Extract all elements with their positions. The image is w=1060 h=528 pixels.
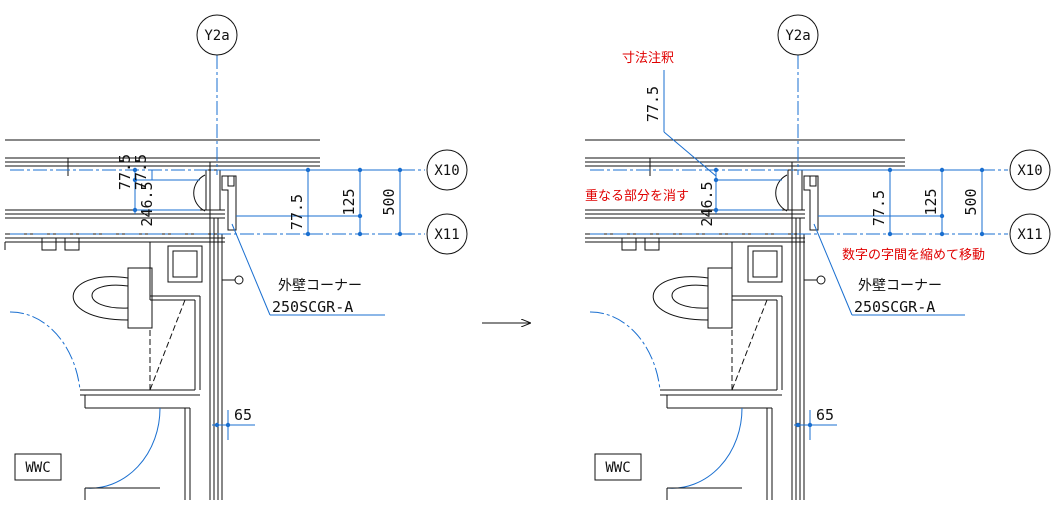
left-grid-x10-label: X10 xyxy=(434,163,459,179)
left-dimension-lines xyxy=(134,169,401,440)
right-dim-125: 125 xyxy=(922,188,940,215)
right-corner-label: 外壁コーナー xyxy=(858,278,942,294)
right-grid-bubble-y2a: Y2a xyxy=(777,14,819,56)
right-grid-bubble-x10: X10 xyxy=(1009,149,1051,191)
right-room-tag xyxy=(594,453,642,481)
note-annotation: 寸法注釈 xyxy=(622,51,674,66)
right-grid-lines xyxy=(590,55,1008,235)
left-dim-2465: 246.5 xyxy=(138,181,156,226)
left-dim-65: 65 xyxy=(234,406,252,424)
left-corner-label: 外壁コーナー xyxy=(278,278,362,294)
left-corner-leader xyxy=(231,223,385,316)
note-spacing: 数字の字間を縮めて移動 xyxy=(842,247,985,263)
left-grid-bubble-x10: X10 xyxy=(426,149,468,191)
left-grid-bubble-x11: X11 xyxy=(426,213,468,255)
right-panel: Y2a X10 X11 125 500 77.5 77.5 246.5 65 外… xyxy=(585,14,1051,500)
left-dim-775-overlap: 77.5 xyxy=(132,154,150,190)
right-dim-775-top: 77.5 xyxy=(644,86,662,122)
right-dim-65: 65 xyxy=(816,406,834,424)
arrow-glyph: → xyxy=(506,317,507,319)
right-dim-775-mid: 77.5 xyxy=(870,190,888,226)
left-grid-x11-label: X11 xyxy=(434,227,459,243)
right-dimension-ticks xyxy=(713,167,985,428)
left-dimension-ticks xyxy=(132,167,403,428)
left-grid-bubble-y2a: Y2a xyxy=(196,14,238,56)
left-grid-lines xyxy=(10,55,425,235)
right-corner-code: 250SCGR-A xyxy=(854,298,935,316)
right-room-label: WWC xyxy=(605,460,630,476)
left-dim-125: 125 xyxy=(340,188,358,215)
left-dim-775-top: 77.5 xyxy=(116,154,134,190)
left-grid-y2a-label: Y2a xyxy=(204,28,229,44)
right-grid-x11-label: X11 xyxy=(1017,227,1042,243)
right-corner-leader xyxy=(813,223,965,316)
left-corner-code: 250SCGR-A xyxy=(272,298,353,316)
right-grid-y2a-label: Y2a xyxy=(785,28,810,44)
right-dimension-lines xyxy=(715,169,983,440)
left-dim-775-right: 77.5 xyxy=(288,194,306,230)
right-dim-500: 500 xyxy=(962,188,980,215)
note-overlap: 重なる部分を消す xyxy=(585,188,689,204)
right-dim-2465: 246.5 xyxy=(698,181,716,226)
left-room-tag xyxy=(14,453,62,481)
right-annotation-leader xyxy=(663,70,717,177)
right-grid-x10-label: X10 xyxy=(1017,163,1042,179)
left-dim-500: 500 xyxy=(380,188,398,215)
left-room-label: WWC xyxy=(25,460,50,476)
left-panel: Y2a X10 X11 125 500 77.5 77.5 77.5 246.5… xyxy=(4,14,468,500)
left-walls xyxy=(4,139,320,500)
right-grid-bubble-x11: X11 xyxy=(1009,213,1051,255)
